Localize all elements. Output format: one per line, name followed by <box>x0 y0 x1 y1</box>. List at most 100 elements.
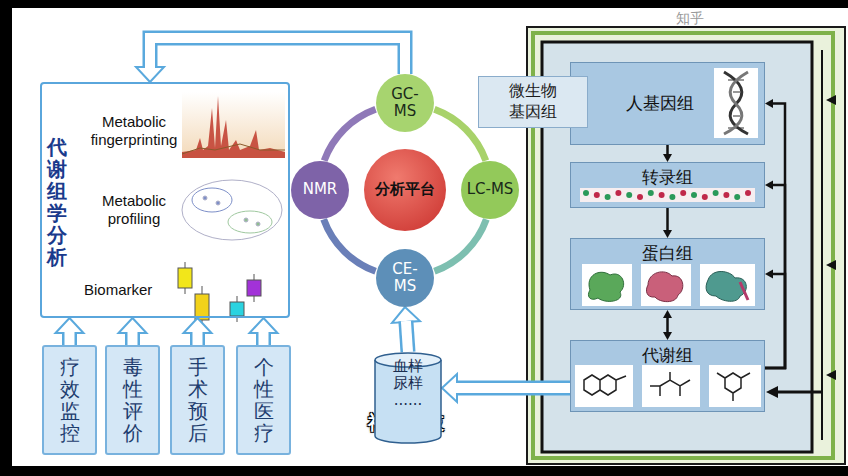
profiling-chart <box>216 201 220 205</box>
node-text: 转录组 <box>642 166 693 189</box>
node-text: 代谢组 <box>642 344 693 367</box>
arrow-shaft <box>456 381 570 396</box>
hollow-arrow <box>56 318 84 345</box>
hollow-arrow <box>250 318 278 345</box>
sample-cylinder: 血样 尿样 ...... <box>374 352 442 444</box>
application-box: 手术预后 <box>170 345 225 455</box>
ring-arc <box>324 219 376 271</box>
molecule-picture <box>709 365 761 407</box>
application-box: 个性医疗 <box>236 345 291 455</box>
omics-box: 微生物 基因组 <box>478 76 588 128</box>
molecule-picture <box>717 373 750 401</box>
molecule-picture <box>584 375 626 395</box>
fingerprint-chart <box>182 92 285 158</box>
arrow-shaft <box>666 318 669 332</box>
node-text: 代谢组学分析 <box>47 136 67 268</box>
arrow-shaft <box>406 321 408 352</box>
node-text: GC- MS <box>386 86 424 121</box>
dna-picture <box>733 115 740 117</box>
platform-circle: NMR <box>291 161 349 219</box>
transcript-strip <box>637 194 643 200</box>
arrow-shaft <box>190 332 205 345</box>
omics-box-fill <box>570 62 765 145</box>
platform-circle: LC-MS <box>461 161 519 219</box>
omics-box: 代谢组 <box>570 340 765 412</box>
arrow-shaft <box>65 332 75 345</box>
profiling-chart <box>182 180 282 240</box>
dna-picture <box>724 72 748 134</box>
arrow-shaft <box>666 145 669 154</box>
hollow-arrow <box>136 38 405 82</box>
omics-box: 转录组 <box>570 162 765 208</box>
platform-circle: CE- MS <box>376 249 434 307</box>
biomarker-boxplot <box>247 280 261 296</box>
dna-picture <box>714 68 758 138</box>
arrow-shaft <box>666 208 669 230</box>
chart-label: Biomarker <box>84 281 152 299</box>
arrow-shaft <box>765 104 785 369</box>
ring-arc <box>434 219 486 271</box>
arrow-head <box>184 318 212 333</box>
node-text: CE- MS <box>386 261 424 296</box>
dna-picture <box>733 91 740 93</box>
arrow-shaft <box>456 383 570 393</box>
arrow-head <box>663 310 672 318</box>
application-box: 疗效监控 <box>42 345 97 455</box>
protein-picture <box>646 272 682 302</box>
molecule-picture <box>642 365 700 407</box>
dna-picture <box>724 72 748 134</box>
transcript-strip <box>734 194 740 200</box>
chart-label: Metabolic profiling <box>82 192 186 228</box>
arrow-shaft <box>256 332 271 345</box>
node-text: NMR <box>303 181 338 198</box>
arrow-line <box>663 208 672 238</box>
arrow-head <box>765 99 773 108</box>
transcript-strip <box>605 194 611 200</box>
arrow-shaft <box>150 38 405 74</box>
application-box: 毒性评价 <box>105 345 160 455</box>
transcript-strip <box>583 190 589 196</box>
protein-picture <box>706 272 746 302</box>
omics-box: 人基因组 <box>570 62 765 145</box>
ring-arc <box>324 109 375 160</box>
hub-circle: 分析平台 <box>364 149 446 231</box>
platform-circle: GC- MS <box>376 74 434 132</box>
arrow-head <box>663 332 672 340</box>
profiling-chart <box>228 211 272 233</box>
transcript-strip <box>580 188 755 202</box>
transcript-strip <box>594 192 600 198</box>
transcript-strip <box>580 188 755 202</box>
arrow-shaft <box>259 332 269 345</box>
omics-box-fill <box>570 162 765 208</box>
system-frame <box>766 386 778 398</box>
protein-picture <box>588 272 623 301</box>
protein-picture <box>582 264 632 306</box>
transcript-strip <box>691 192 697 198</box>
node-text: LC-MS <box>467 181 514 198</box>
node-text: 微生物 基因组 <box>505 81 561 123</box>
profiling-chart <box>192 188 232 212</box>
transcript-strip <box>680 190 686 196</box>
transcript-strip <box>659 192 665 198</box>
arrow-shaft <box>62 332 77 345</box>
profiling-chart <box>256 222 260 226</box>
node-text: 血样 尿样 ...... <box>387 358 429 409</box>
hollow-arrow <box>392 307 420 352</box>
fingerprint-chart <box>182 92 285 158</box>
hollow-arrow <box>184 318 212 345</box>
transcript-strip <box>669 194 675 200</box>
arrow-shaft <box>128 332 138 345</box>
arrow-head <box>663 230 672 238</box>
arrow-head <box>250 318 278 333</box>
molecule-picture <box>650 372 690 396</box>
molecule-picture <box>575 365 633 407</box>
arrow-shaft <box>406 321 408 352</box>
omics-box-fill <box>570 62 765 412</box>
omics-box-fill <box>570 238 765 310</box>
protein-picture <box>740 282 748 300</box>
system-frame <box>826 95 836 105</box>
transcript-strip <box>648 190 654 196</box>
biomarker-boxplot <box>178 268 192 288</box>
node-text: 分析平台 <box>375 181 435 198</box>
arrow-head <box>392 307 420 323</box>
